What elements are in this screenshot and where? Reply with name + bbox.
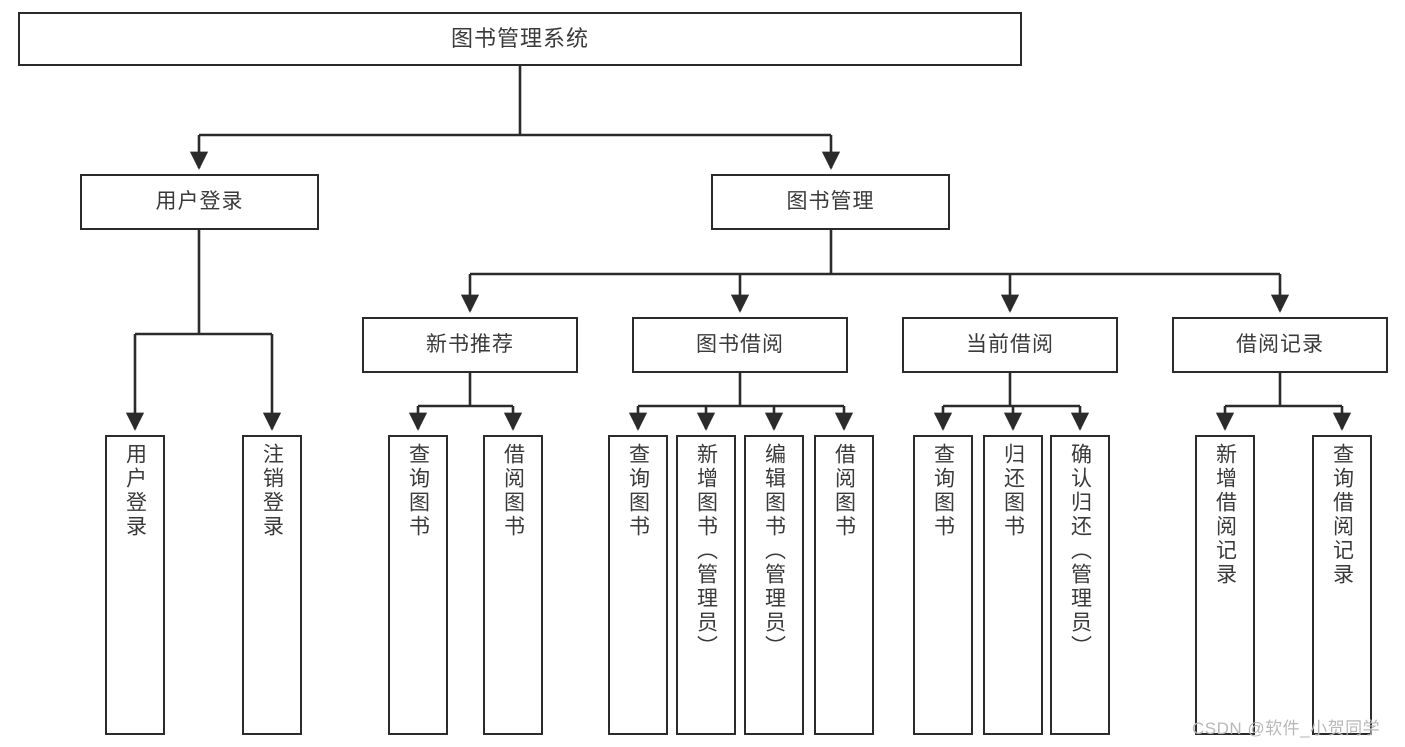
node-new-book-recommend[interactable]: 新书推荐 (362, 317, 578, 373)
node-leaf-borrow-book-2-label: 借阅图书 (832, 443, 856, 539)
node-leaf-logout[interactable]: 注销登录 (242, 435, 302, 735)
node-book-manage-label: 图书管理 (786, 189, 875, 213)
node-borrow-record-label: 借阅记录 (1236, 332, 1324, 356)
node-leaf-query-book-3[interactable]: 查询图书 (913, 435, 973, 735)
node-leaf-borrow-book-2[interactable]: 借阅图书 (814, 435, 874, 735)
node-book-borrow[interactable]: 图书借阅 (632, 317, 848, 373)
node-leaf-add-record[interactable]: 新增借阅记录 (1195, 435, 1255, 735)
node-current-borrow[interactable]: 当前借阅 (902, 317, 1118, 373)
node-leaf-query-book-1-label: 查询图书 (406, 443, 430, 539)
node-leaf-confirm-return[interactable]: 确认归还（管理员） (1050, 435, 1110, 735)
node-book-manage[interactable]: 图书管理 (711, 174, 950, 230)
node-leaf-query-book-2-label: 查询图书 (626, 443, 650, 539)
node-leaf-user-login[interactable]: 用户登录 (105, 435, 165, 735)
node-leaf-query-book-1[interactable]: 查询图书 (388, 435, 448, 735)
node-leaf-edit-book-label: 编辑图书（管理员） (762, 443, 786, 659)
watermark: CSDN @软件_小贺同学 (1192, 719, 1381, 738)
node-user-login-label: 用户登录 (155, 189, 244, 213)
node-leaf-user-login-label: 用户登录 (123, 443, 147, 539)
node-leaf-query-book-2[interactable]: 查询图书 (608, 435, 668, 735)
node-leaf-add-record-label: 新增借阅记录 (1213, 443, 1237, 587)
node-leaf-add-book-label: 新增图书（管理员） (694, 443, 718, 659)
node-user-login[interactable]: 用户登录 (80, 174, 319, 230)
node-new-book-recommend-label: 新书推荐 (426, 332, 514, 356)
node-current-borrow-label: 当前借阅 (966, 332, 1054, 356)
node-leaf-confirm-return-label: 确认归还（管理员） (1068, 443, 1092, 659)
node-borrow-record[interactable]: 借阅记录 (1172, 317, 1388, 373)
node-leaf-return-book[interactable]: 归还图书 (983, 435, 1043, 735)
node-leaf-query-book-3-label: 查询图书 (931, 443, 955, 539)
node-book-borrow-label: 图书借阅 (696, 332, 784, 356)
node-root-label: 图书管理系统 (450, 26, 589, 52)
node-leaf-edit-book[interactable]: 编辑图书（管理员） (744, 435, 804, 735)
node-root[interactable]: 图书管理系统 (18, 12, 1022, 66)
node-leaf-logout-label: 注销登录 (260, 443, 284, 539)
node-leaf-borrow-book-1-label: 借阅图书 (501, 443, 525, 539)
node-leaf-borrow-book-1[interactable]: 借阅图书 (483, 435, 543, 735)
node-leaf-query-record[interactable]: 查询借阅记录 (1312, 435, 1372, 735)
node-leaf-add-book[interactable]: 新增图书（管理员） (676, 435, 736, 735)
node-leaf-return-book-label: 归还图书 (1001, 443, 1025, 539)
node-leaf-query-record-label: 查询借阅记录 (1330, 443, 1354, 587)
